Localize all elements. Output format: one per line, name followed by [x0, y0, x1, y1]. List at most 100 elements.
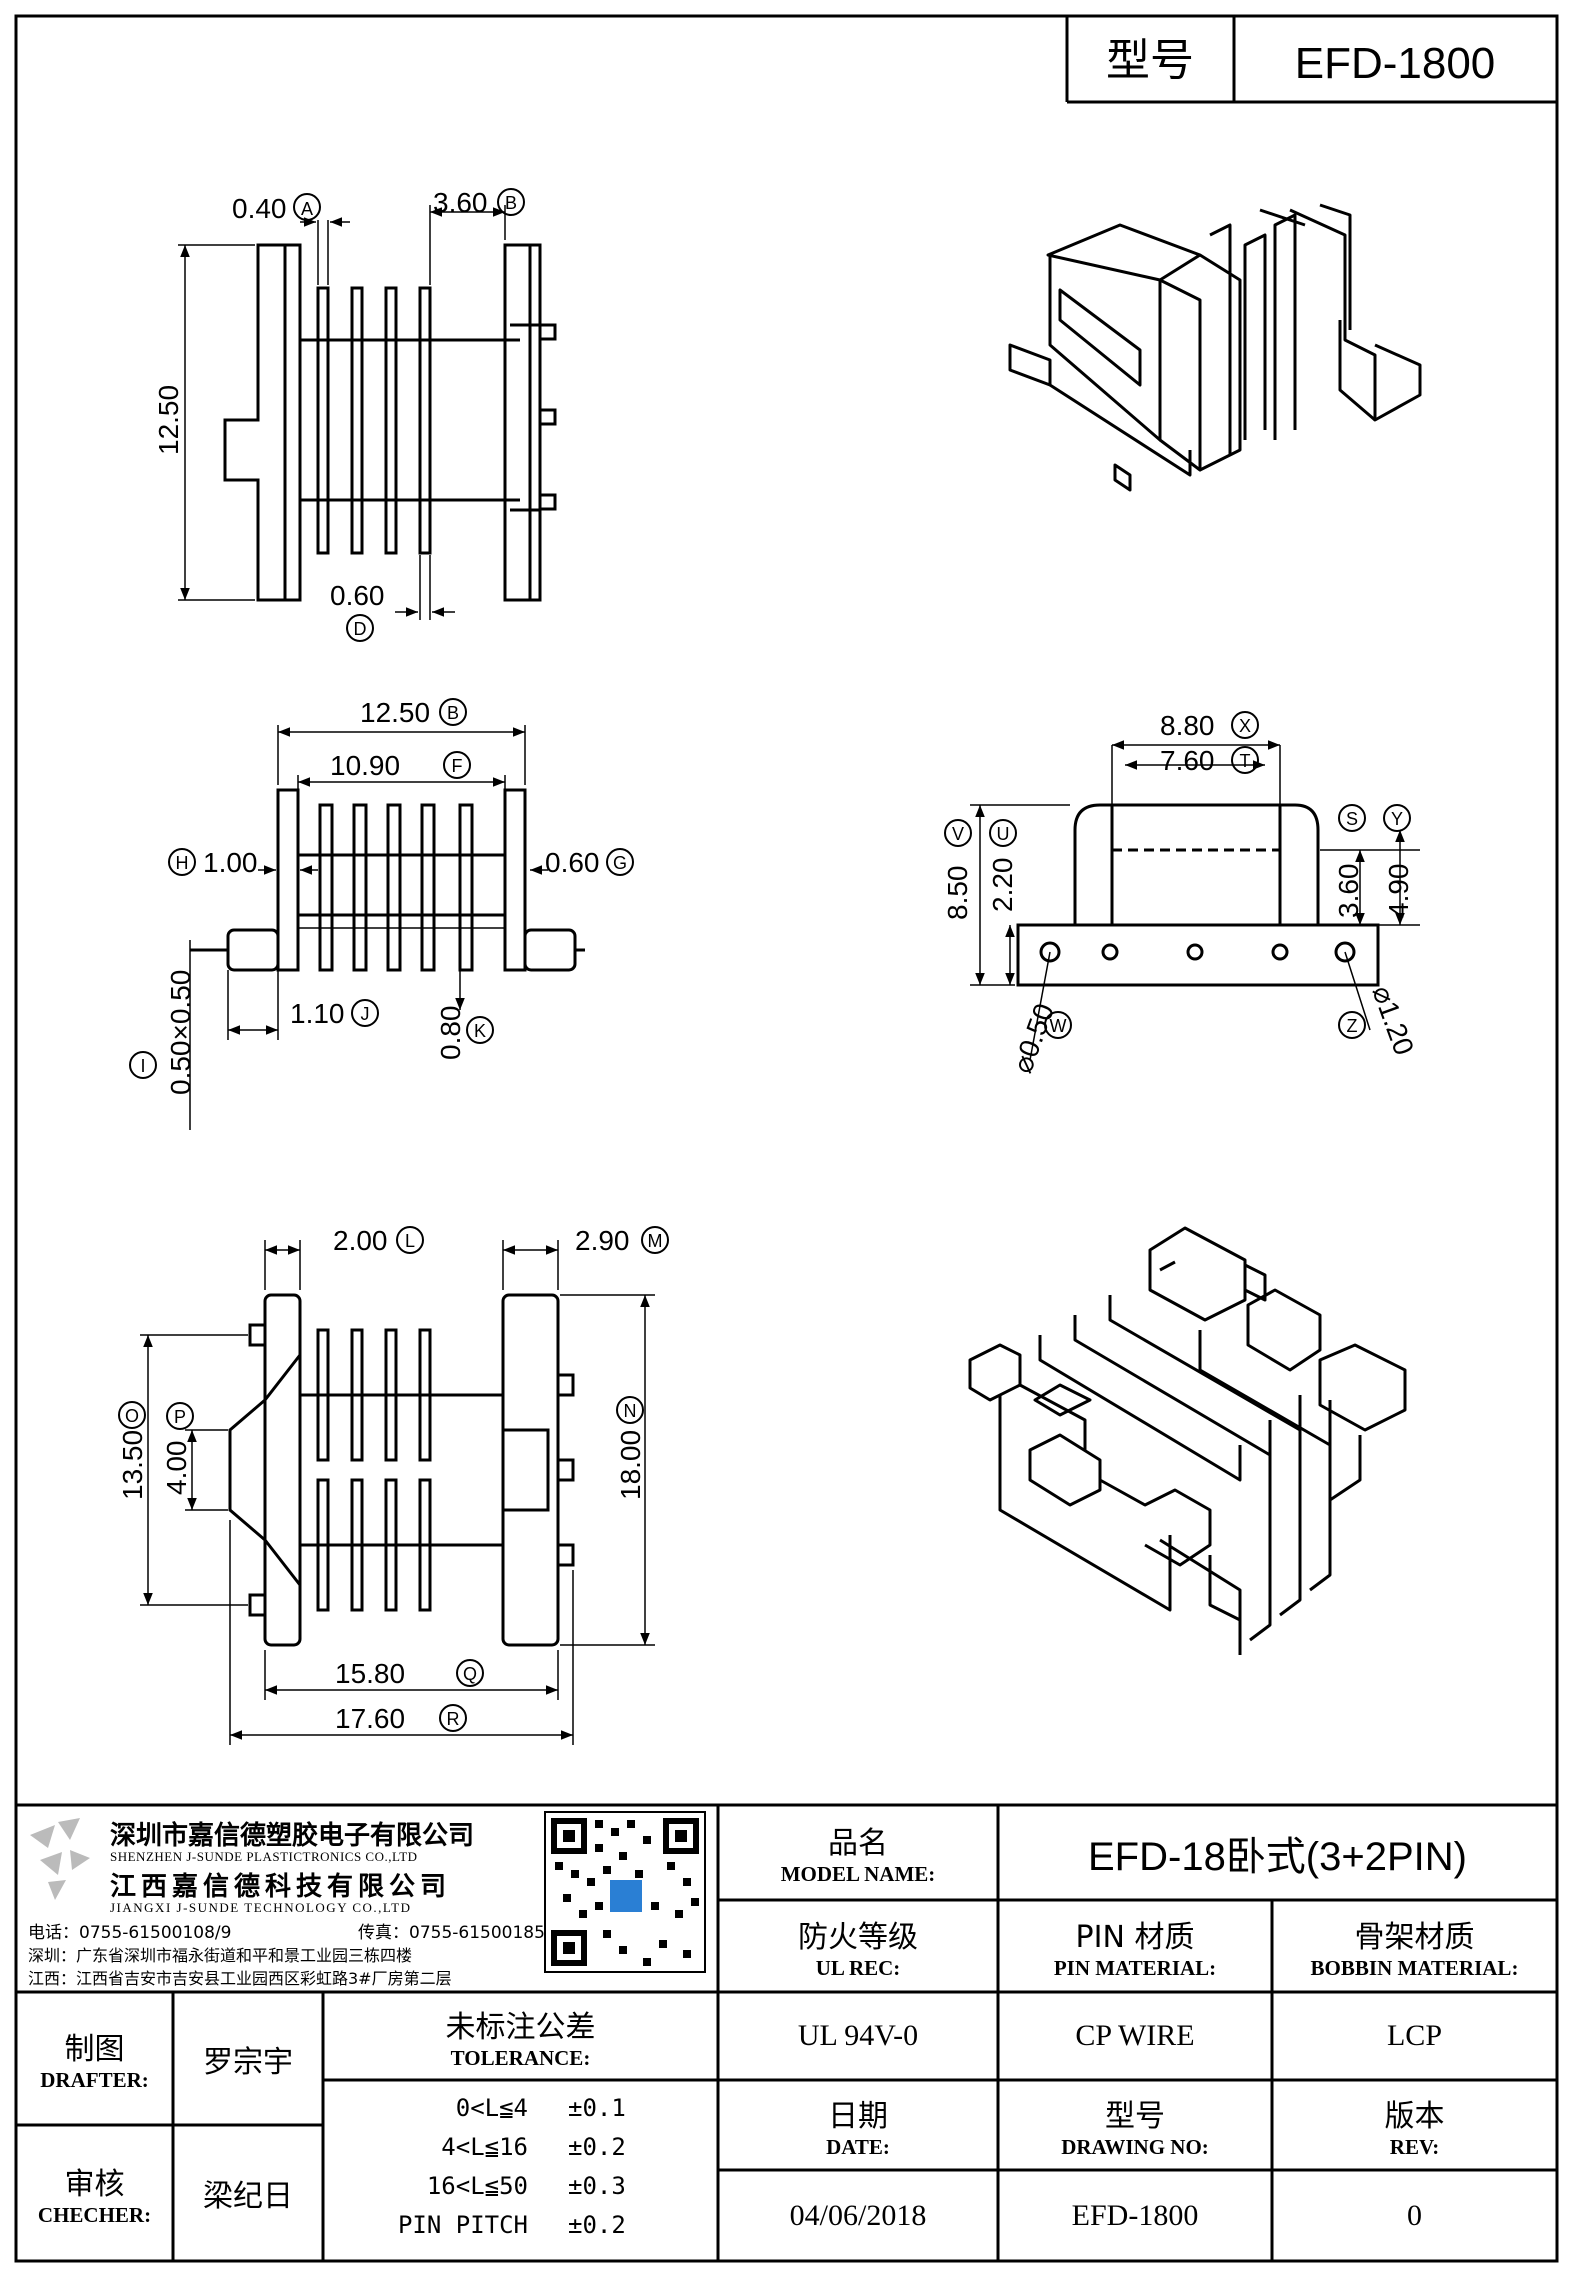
bobbin-material-value-text: LCP: [1386, 2019, 1443, 2052]
dim-f-letter: F: [452, 756, 463, 776]
dim-l-letter: L: [405, 1231, 415, 1251]
dim-o-letter: O: [125, 1406, 139, 1426]
company2-name-en: JIANGXI J-SUNDE TECHNOLOGY CO.,LTD: [110, 1900, 412, 1915]
tolerance-label-en: TOLERANCE:: [450, 2045, 591, 2070]
rev-label: 版本 REV:: [1272, 2080, 1557, 2170]
dim-q-value: 15.80: [335, 1658, 405, 1689]
company-name-cn: 深圳市嘉信德塑胶电子有限公司: [110, 1821, 475, 1851]
model-name-label-cn: 品名: [828, 1826, 888, 1861]
tolerance-value: ±0.2: [568, 2210, 626, 2239]
side-view: [189, 725, 585, 1130]
header-label: 型号: [1106, 35, 1194, 86]
end-view: [970, 740, 1420, 1061]
pin-material-label-cn: PIN 材质: [1075, 1919, 1195, 1955]
tolerance-range: 16<L≦50: [426, 2171, 528, 2200]
dim-v-value: 8.50: [942, 866, 973, 921]
drafter-name-text: 罗宗宇: [203, 2044, 293, 2080]
date-value-text: 04/06/2018: [789, 2198, 927, 2232]
company-fax: 传真：0755-61500185: [358, 1923, 545, 1943]
tolerance-row: PIN PITCH ±0.2: [323, 2205, 718, 2244]
drawing-no-label-en: DRAWING NO:: [1061, 2134, 1209, 2159]
dim-w-value: ⌀0.50: [1007, 999, 1061, 1077]
dim-d-value: 0.60: [330, 580, 385, 611]
checker-name: 梁纪日: [173, 2125, 323, 2261]
dim-n-letter: N: [624, 1401, 637, 1421]
dim-a-letter: A: [301, 199, 313, 219]
rev-label-en: REV:: [1389, 2134, 1440, 2159]
dim-x-letter: X: [1239, 716, 1251, 736]
drawing-no-value-text: EFD-1800: [1071, 2198, 1199, 2232]
dim-u-letter: U: [997, 824, 1010, 844]
checker-label: 审核 CHECHER:: [16, 2125, 173, 2261]
ul-rec-label-en: UL REC:: [815, 1955, 901, 1980]
dim-z-number: 1.20: [1372, 997, 1420, 1059]
dim-r-value: 17.60: [335, 1703, 405, 1734]
drafter-label: 制图 DRAFTER:: [16, 1992, 173, 2125]
company-logo-icon: [30, 1818, 90, 1900]
dim-z-value: ⌀1.20: [1366, 981, 1420, 1059]
dim-v-letter: V: [952, 824, 964, 844]
dim-b2-value: 12.50: [360, 697, 430, 728]
isometric-view-bottom: [968, 1226, 1407, 1655]
model-name-value: EFD-18卧式(3+2PIN): [998, 1805, 1557, 1900]
isometric-view-top: [1008, 203, 1422, 492]
dim-i-value: 0.50×0.50: [165, 970, 196, 1095]
bottom-view: [140, 1240, 655, 1745]
dim-h-letter: H: [176, 853, 189, 873]
ul-rec-label-cn: 防火等级: [798, 1919, 918, 1955]
dim-m-value: 2.90: [575, 1225, 630, 1256]
tolerance-value: ±0.2: [568, 2132, 626, 2161]
dim-a-value: 0.40: [232, 193, 287, 224]
company-phone: 电话：0755-61500108/9: [28, 1923, 232, 1943]
checker-label-en: CHECHER:: [37, 2202, 152, 2227]
pin-material-value-text: CP WIRE: [1075, 2019, 1195, 2052]
qr-code-icon: [544, 1811, 706, 1973]
dim-z-letter: Z: [1347, 1016, 1358, 1036]
header-value: EFD-1800: [1295, 39, 1496, 88]
dim-c-value: 12.50: [153, 385, 184, 455]
drafter-name: 罗宗宇: [173, 1992, 323, 2125]
header-box: 型号 EFD-1800: [1065, 16, 1557, 104]
side-view-labels: 12.50 B 10.90 F H 1.00 0.60 G 0.50×0.50 …: [129, 697, 634, 1095]
dim-g-value: 0.60: [545, 847, 600, 878]
company-address-sz: 深圳：广东省深圳市福永街道和平和景工业园三栋四楼: [28, 1946, 413, 1965]
dim-n-value: 18.00: [615, 1430, 646, 1500]
dim-k-value: 0.80: [435, 1006, 466, 1061]
tolerance-row: 16<L≦50 ±0.3: [323, 2166, 718, 2205]
date-label-en: DATE:: [826, 2134, 890, 2159]
bobbin-material-label-en: BOBBIN MATERIAL:: [1310, 1955, 1519, 1980]
dim-k-letter: K: [474, 1021, 486, 1041]
tolerance-value: ±0.3: [568, 2171, 626, 2200]
pin-material-label: PIN 材质 PIN MATERIAL:: [998, 1900, 1272, 1992]
ul-rec-label: 防火等级 UL REC:: [718, 1900, 998, 1992]
title-block-grid: [16, 1803, 1557, 2261]
dim-d-letter: D: [354, 619, 367, 639]
dim-b2-letter: B: [447, 703, 459, 723]
date-label-cn: 日期: [828, 2098, 888, 2134]
dim-b-value: 3.60: [433, 187, 488, 218]
tolerance-label: 未标注公差 TOLERANCE:: [323, 1992, 718, 2080]
dim-r-letter: R: [447, 1709, 460, 1729]
model-name-value-text: EFD-18卧式(3+2PIN): [1088, 1834, 1467, 1879]
dim-j-value: 1.10: [290, 998, 345, 1029]
checker-label-cn: 审核: [64, 2166, 125, 2202]
rev-value: 0: [1272, 2170, 1557, 2261]
dim-s-value: 3.60: [1333, 864, 1364, 919]
model-name-label: 品名 MODEL NAME:: [718, 1805, 998, 1900]
drawing-no-value: EFD-1800: [998, 2170, 1272, 2261]
drawing-no-label: 型号 DRAWING NO:: [998, 2080, 1272, 2170]
dim-w-letter: W: [1050, 1016, 1067, 1036]
dim-h-value: 1.00: [203, 847, 258, 878]
bottom-view-labels: 2.00 L 2.90 M 13.50 O 4.00 P 18.00 N 15.…: [117, 1225, 669, 1734]
tolerance-row: 0<L≦4 ±0.1: [323, 2088, 718, 2127]
pin-material-label-en: PIN MATERIAL:: [1053, 1955, 1217, 1980]
company-address-jx: 江西：江西省吉安市吉安县工业园西区彩虹路3#厂房第二层: [28, 1969, 452, 1988]
bobbin-material-label: 骨架材质 BOBBIN MATERIAL:: [1272, 1900, 1557, 1992]
bobbin-material-label-cn: 骨架材质: [1354, 1919, 1475, 1955]
dim-s-letter: S: [1346, 809, 1358, 829]
rev-label-cn: 版本: [1384, 2098, 1445, 2134]
date-label: 日期 DATE:: [718, 2080, 998, 2170]
sheet-border: [14, 14, 1559, 2263]
dim-u-value: 2.20: [987, 858, 1018, 913]
